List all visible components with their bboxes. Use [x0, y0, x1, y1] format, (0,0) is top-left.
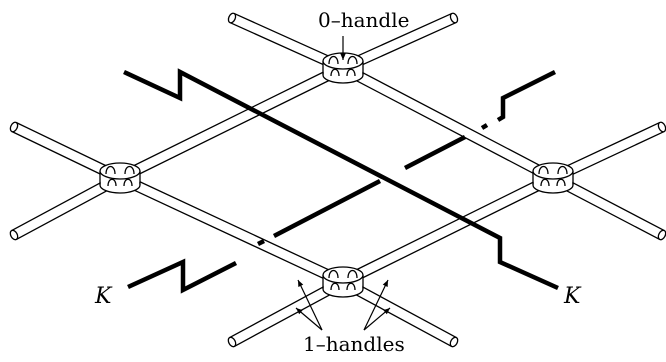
outer-tube-right-lower-end-cap: [657, 229, 666, 241]
outer-tube-left-lower-end-cap: [9, 229, 19, 241]
zero-handle-arrow: [340, 36, 346, 60]
zero-handle-label: 0–handle: [318, 8, 410, 32]
tube-bottom-left-edge-a: [121, 172, 346, 279]
zero-handle-bottom-attach-arc: [346, 282, 356, 291]
zero-handle-right-attach-arc: [538, 165, 549, 175]
tube-top-right-edge-a: [340, 71, 551, 184]
tube-bottom-left-body: [117, 173, 346, 287]
one-handle-arrow: [363, 279, 389, 331]
zero-handle-arrow-head: [340, 53, 346, 60]
one-handle-arrow: [297, 279, 323, 331]
tube-bottom-left-edge-b: [117, 181, 342, 288]
knot-strand-middle: [272, 179, 382, 238]
outer-tube-bottom-left-body: [229, 277, 346, 347]
one-handle-arrow: [295, 307, 323, 331]
zero-handle-right-attach-arc: [540, 178, 550, 187]
outer-tube-top-left-end-cap: [227, 12, 237, 24]
zero-handle-top-attach-arc: [347, 55, 358, 65]
outer-tube-bottom-left-edge-a: [234, 285, 346, 347]
zero-handle-right: [532, 162, 574, 194]
one-handles-label: 1–handles: [303, 332, 405, 356]
knot-strand-over: [123, 68, 559, 291]
outer-tube-left-upper-end-cap: [9, 121, 19, 133]
outer-tube-right-lower: [550, 172, 666, 241]
outer-tube-bottom-right: [340, 277, 459, 348]
outer-tube-bottom-left-edge-b: [229, 277, 341, 339]
outer-tube-left-lower: [9, 173, 123, 241]
outer-tube-top-right-edge-a: [340, 12, 453, 65]
one-handle-arrow-head: [296, 308, 303, 315]
one-handle-arrow-shaft: [297, 279, 323, 331]
outer-tube-bottom-left: [227, 277, 346, 348]
knot-label-right: K: [564, 284, 581, 309]
outer-tube-top-left-edge-b: [233, 12, 346, 65]
outer-tube-right-upper-edge-a: [550, 121, 661, 175]
outer-tube-right-lower-body: [550, 173, 665, 240]
outer-tube-left-lower-edge-a: [16, 181, 123, 240]
zero-handle-left-attach-arc: [105, 165, 116, 175]
outer-tube-left-upper-edge-b: [15, 121, 123, 175]
tube-top-left-edge-b: [121, 71, 346, 184]
zero-handle-left-attach-arc: [123, 178, 133, 187]
tube-top-left: [117, 62, 346, 184]
one-handle-arrow-head: [298, 280, 304, 287]
one-handle-arrow-head: [382, 280, 388, 287]
knot-strand-right-tail: [496, 69, 557, 122]
outer-tube-top-left-body: [229, 13, 346, 73]
zero-handle-bottom-attach-arc: [328, 269, 339, 279]
knot-strand-fragment-upper: [480, 123, 489, 130]
outer-tube-bottom-right-edge-a: [345, 277, 457, 339]
zero-handle-top-attach-arc: [346, 68, 356, 77]
zero-handle-bottom: [322, 266, 364, 298]
knot-strand-left-tail: [127, 258, 238, 294]
zero-handle-left: [99, 162, 141, 194]
tube-bottom-right-edge-b: [340, 172, 552, 279]
outer-tube-right-lower-edge-b: [550, 181, 660, 241]
tube-bottom-right-body: [340, 173, 556, 287]
zero-handle-left-attach-arc: [107, 178, 117, 187]
zero-handle-left-attach-arc: [124, 165, 135, 175]
knot-strand-fragment: [256, 238, 266, 247]
one-handle-arrow: [363, 307, 391, 331]
zero-handle-bottom-attach-arc: [330, 282, 340, 291]
zero-handle-top-attach-arc: [328, 55, 339, 65]
outer-tube-left-lower-body: [11, 173, 123, 240]
outer-tube-bottom-right-edge-b: [340, 285, 452, 347]
one-handle-arrow-head: [383, 308, 390, 315]
tube-top-right-edge-b: [345, 62, 556, 175]
outer-tube-left-upper-body: [11, 122, 123, 183]
tube-bottom-right: [340, 172, 556, 288]
zero-handle-top-attach-arc: [330, 68, 340, 77]
outer-tube-top-right-end-cap: [449, 12, 459, 24]
outer-tube-top-right-body: [340, 13, 457, 73]
tube-top-left-body: [117, 63, 346, 183]
zero-handle-right-attach-arc: [556, 178, 566, 187]
outer-tube-right-upper-body: [550, 122, 665, 183]
knot-label-left: K: [95, 284, 112, 309]
zero-handle-bottom-attach-arc: [347, 269, 358, 279]
tube-top-left-edge-a: [117, 62, 342, 175]
tube-bottom-right-edge-a: [344, 181, 556, 288]
zero-handle-right-attach-arc: [557, 165, 568, 175]
outer-tube-right-upper-end-cap: [657, 121, 666, 133]
knot-strand-upper: [403, 135, 467, 170]
tube-top-right-body: [340, 63, 556, 183]
outer-tube-bottom-left-end-cap: [227, 336, 237, 348]
tube-top-right: [340, 62, 556, 184]
zero-handle-top: [322, 52, 364, 84]
outer-tube-bottom-right-body: [340, 277, 457, 347]
outer-tube-bottom-right-end-cap: [449, 336, 459, 348]
tube-bottom-left: [117, 172, 346, 288]
one-handle-arrow-shaft: [363, 279, 389, 331]
